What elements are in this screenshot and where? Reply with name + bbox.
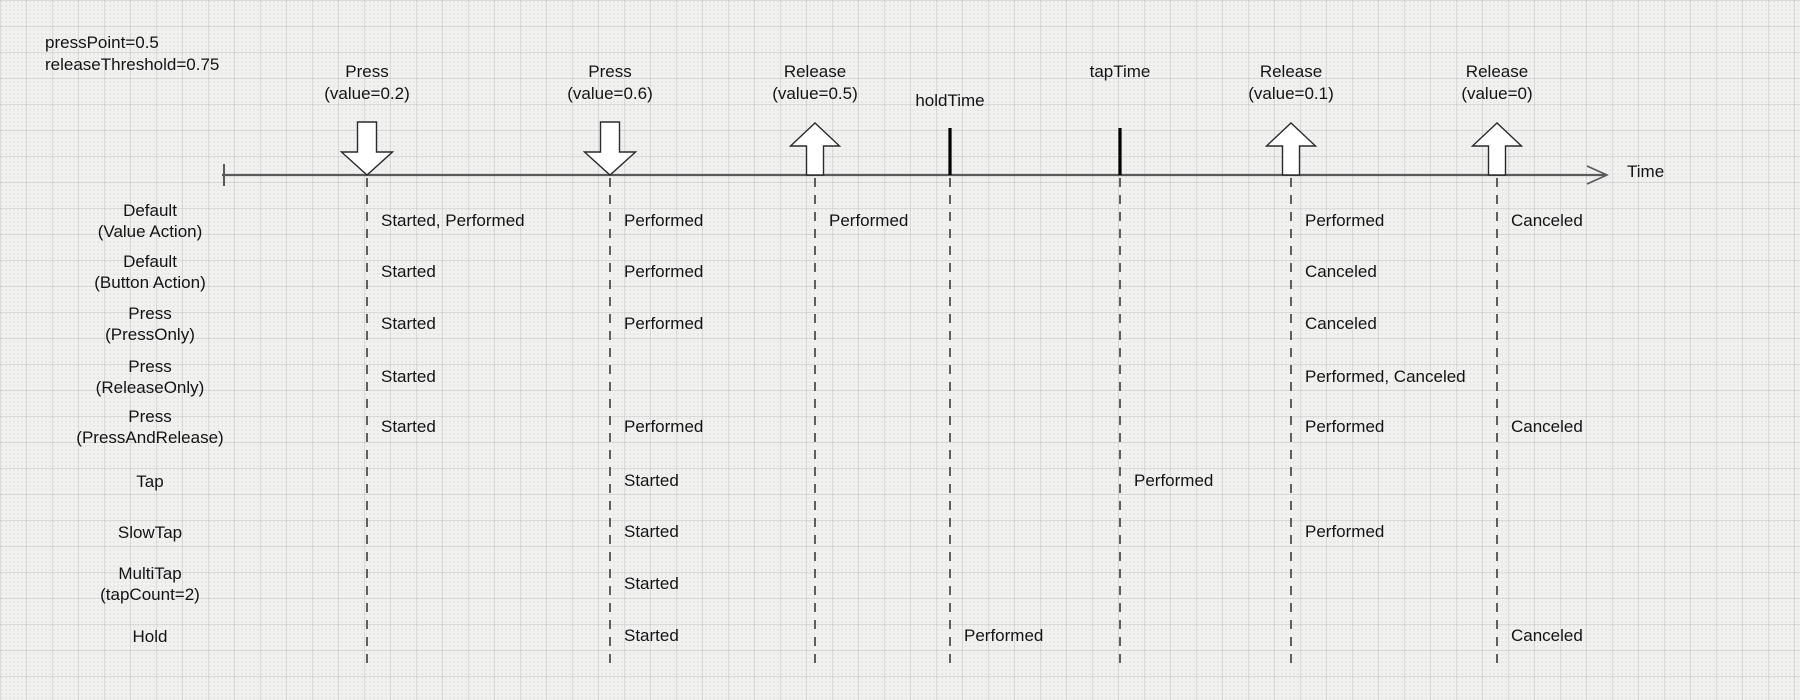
row-label-press-releaseonly: Press (ReleaseOnly): [95, 357, 205, 397]
cell-multitap-press-0-6: Started: [624, 574, 679, 593]
row-label-press-pressandrelease: Press (PressAndRelease): [76, 407, 224, 447]
cell-press-pressandrelease-release-0: Canceled: [1511, 417, 1583, 436]
cell-hold-press-0-6: Started: [624, 626, 679, 645]
event-label-release-0-1: Release (value=0.1): [1248, 62, 1334, 103]
presspoint-value: pressPoint=0.5: [45, 33, 159, 52]
row-label-press-pressonly: Press (PressOnly): [105, 304, 195, 344]
cell-default-value-action-release-0-5: Performed: [829, 211, 909, 230]
cell-press-pressonly-press-0-2: Started: [381, 314, 436, 333]
axis-arrowhead-icon: [1586, 165, 1609, 185]
release-arrow-up-icon-release-0-1: [1264, 122, 1318, 176]
cell-default-button-action-release-0-1: Canceled: [1305, 262, 1377, 281]
cell-default-value-action-press-0-6: Performed: [624, 211, 704, 230]
cell-slowtap-release-0-1: Performed: [1305, 522, 1385, 541]
cell-tap-tap-time: Performed: [1134, 471, 1214, 490]
cell-tap-press-0-6: Started: [624, 471, 679, 490]
row-label-default-value-action: Default (Value Action): [97, 201, 203, 241]
row-label-hold: Hold: [132, 626, 168, 646]
cell-default-button-action-press-0-6: Performed: [624, 262, 704, 281]
row-label-tap: Tap: [136, 471, 164, 491]
cell-default-value-action-press-0-2: Started, Performed: [381, 211, 525, 230]
cell-press-pressandrelease-press-0-6: Performed: [624, 417, 704, 436]
cell-default-value-action-release-0-1: Performed: [1305, 211, 1385, 230]
cell-press-pressonly-release-0-1: Canceled: [1305, 314, 1377, 333]
release-arrow-up-icon-release-0: [1470, 122, 1524, 176]
releasethreshold-value: releaseThreshold=0.75: [45, 55, 220, 74]
release-arrow-up-icon-release-0-5: [788, 122, 842, 176]
event-label-hold-time: holdTime: [915, 91, 985, 110]
event-label-release-0-5: Release (value=0.5): [772, 62, 858, 103]
time-axis-label: Time: [1627, 162, 1665, 181]
row-label-default-button-action: Default (Button Action): [94, 252, 206, 292]
cell-press-pressandrelease-press-0-2: Started: [381, 417, 436, 436]
cell-press-releaseonly-release-0-1: Performed, Canceled: [1305, 367, 1466, 386]
cell-slowtap-press-0-6: Started: [624, 522, 679, 541]
cell-press-releaseonly-press-0-2: Started: [381, 367, 436, 386]
cell-default-value-action-release-0: Canceled: [1511, 211, 1583, 230]
event-label-press-0-2: Press (value=0.2): [324, 62, 410, 103]
parameters-annotation: pressPoint=0.5 releaseThreshold=0.75: [45, 32, 219, 76]
event-label-press-0-6: Press (value=0.6): [567, 62, 653, 103]
press-arrow-down-icon-press-0-2: [339, 121, 395, 176]
event-label-release-0: Release (value=0): [1461, 62, 1533, 103]
cell-default-button-action-press-0-2: Started: [381, 262, 436, 281]
row-label-multitap: MultiTap (tapCount=2): [100, 564, 200, 604]
press-arrow-down-icon-press-0-6: [582, 121, 638, 176]
cell-press-pressonly-press-0-6: Performed: [624, 314, 704, 333]
cell-hold-hold-time: Performed: [964, 626, 1044, 645]
event-label-tap-time: tapTime: [1089, 62, 1151, 81]
row-label-slowtap: SlowTap: [117, 522, 183, 542]
cell-hold-release-0: Canceled: [1511, 626, 1583, 645]
cell-press-pressandrelease-release-0-1: Performed: [1305, 417, 1385, 436]
